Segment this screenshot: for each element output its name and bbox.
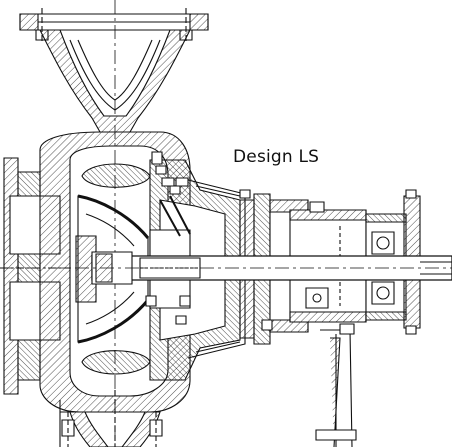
fastener-details xyxy=(146,152,272,330)
design-label: Design LS xyxy=(233,147,320,167)
support-foot xyxy=(316,324,356,447)
bottom-bracket xyxy=(60,400,162,447)
